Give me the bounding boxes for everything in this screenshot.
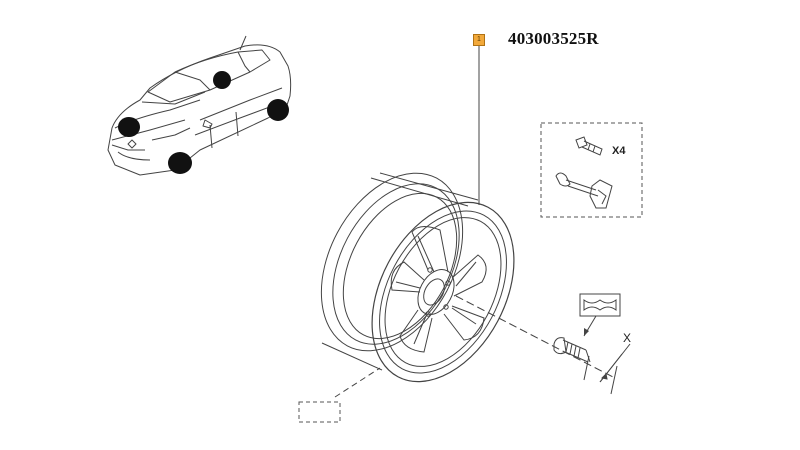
wheel-bolt-kit-icon xyxy=(575,136,603,156)
part-number-label[interactable]: 403003525R xyxy=(508,29,599,48)
bolt-length-dimension xyxy=(583,343,631,395)
kit-quantity-label: X4 xyxy=(612,145,626,157)
bolt-axis-line xyxy=(455,295,616,379)
car-wheel-front-right xyxy=(168,152,192,174)
seat-profile-arrowhead xyxy=(584,328,589,336)
wheel-illustration xyxy=(320,172,515,383)
empty-callout-placeholder xyxy=(298,401,341,423)
car-wheels-highlight xyxy=(118,71,289,174)
car-wheel-rear-left xyxy=(213,71,231,89)
accessory-kit-box xyxy=(540,122,643,218)
placeholder-leader-line xyxy=(334,367,381,398)
car-wheel-rear-right xyxy=(267,99,289,121)
bolt-seat-profile-icon xyxy=(583,299,617,311)
car-wheel-front-left xyxy=(118,117,140,137)
lug-bolt-icon xyxy=(553,337,591,363)
locking-key-icon xyxy=(555,172,613,209)
callout-index-badge[interactable]: 1 xyxy=(473,34,485,46)
bolt-dimension-label: X xyxy=(623,331,632,345)
car-illustration xyxy=(107,35,292,176)
